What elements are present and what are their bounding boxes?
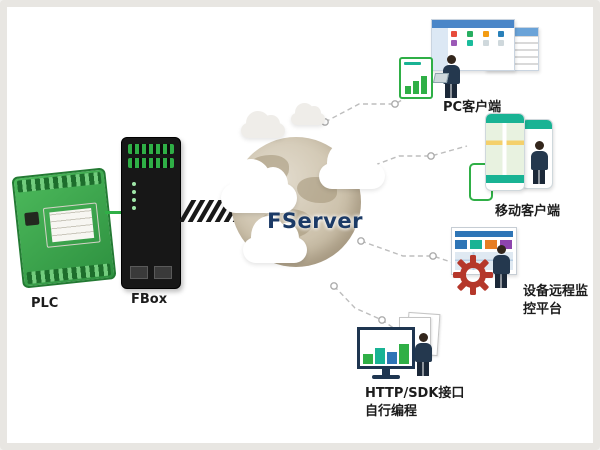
window-sidebar: [432, 28, 448, 70]
pc-client-label: PC客户端: [443, 100, 502, 115]
plc-display: [24, 211, 40, 227]
plc-device-icon: [11, 167, 117, 289]
http-sdk-label-line1: HTTP/SDK接口: [365, 386, 465, 401]
person-body: [492, 255, 510, 274]
remote-platform-label-line2: 控平台: [523, 302, 563, 317]
monitor-icon: [357, 327, 415, 379]
led-icon: [132, 206, 136, 210]
fbox-terminal-strip: [128, 158, 174, 168]
plc-fbox-wire: [105, 211, 129, 214]
fserver-label: FServer: [267, 209, 363, 233]
link-node: [330, 282, 338, 290]
phone-statusbar: [522, 120, 552, 129]
phone-navbar: [486, 175, 524, 183]
window-titlebar: [432, 20, 514, 28]
bar: [413, 81, 419, 94]
person-figure: [411, 333, 435, 376]
plc-label: PLC: [31, 296, 59, 311]
app-tile: [498, 40, 505, 46]
app-tile: [466, 40, 473, 46]
person-head: [496, 245, 506, 254]
person-figure: [432, 55, 463, 98]
monitor-base: [372, 375, 400, 379]
cloud-icon: [319, 142, 385, 189]
bar: [375, 348, 385, 364]
person-head: [534, 141, 544, 150]
bar: [387, 352, 397, 364]
person-head: [418, 333, 428, 342]
person-body: [432, 65, 460, 84]
laptop-icon: [432, 73, 449, 83]
bar: [405, 86, 411, 94]
person-figure: [527, 141, 551, 184]
gear-icon: [453, 255, 493, 295]
dashboard-tiles: [455, 240, 513, 249]
person-legs: [445, 84, 457, 98]
monitor-stand: [382, 369, 390, 375]
mini-bar-chart: [405, 76, 427, 94]
chart-document-icon: [399, 57, 433, 99]
led-icon: [132, 198, 136, 202]
fbox-port: [154, 266, 172, 279]
http-sdk-label-line2: 自行编程: [365, 404, 418, 419]
person-legs: [417, 362, 429, 376]
app-tile: [482, 31, 489, 37]
link-node: [429, 252, 437, 260]
person-legs: [533, 170, 545, 184]
person-head: [446, 55, 456, 64]
app-tile: [498, 31, 505, 37]
phone-map-screen: [486, 123, 524, 175]
monitor-bar-chart: [357, 327, 415, 369]
cloud-icon: [241, 111, 285, 138]
plc-faceplate: [42, 202, 101, 248]
person-figure: [489, 245, 513, 288]
cloud-icon: [291, 103, 325, 125]
tile: [485, 240, 497, 249]
cloud-icon: [243, 216, 307, 263]
fbox-device-icon: [121, 137, 181, 289]
tile: [500, 240, 512, 249]
person-body: [530, 151, 548, 170]
link-node: [357, 237, 365, 245]
remote-platform-label-line1: 设备远程监: [523, 284, 589, 299]
mobile-client-label: 移动客户端: [495, 204, 561, 219]
person-legs: [495, 274, 507, 288]
app-tile: [451, 40, 457, 46]
tile: [455, 240, 467, 249]
fbox-port: [130, 266, 148, 279]
link-node: [391, 100, 399, 108]
smartphone-icon: [485, 113, 525, 191]
app-tile: [466, 31, 473, 37]
link-remote-platform: [360, 240, 458, 265]
phone-statusbar: [486, 114, 524, 123]
link-node: [378, 316, 386, 324]
window-content: [448, 28, 514, 70]
person-body: [414, 343, 432, 362]
bar: [399, 344, 409, 364]
link-node: [427, 152, 435, 160]
app-tile: [451, 31, 457, 37]
bar: [421, 76, 427, 94]
fbox-terminal-strip: [128, 144, 174, 154]
led-icon: [132, 182, 136, 186]
bar: [363, 354, 373, 364]
led-icon: [132, 190, 136, 194]
tile: [470, 240, 482, 249]
fbox-label: FBox: [131, 292, 168, 307]
cloud-icon: [221, 159, 297, 213]
window-body: [432, 28, 514, 70]
doc-line: [404, 62, 421, 65]
browser-window-icon: [431, 19, 515, 71]
dashboard-header: [455, 231, 513, 237]
app-tile: [482, 40, 489, 46]
